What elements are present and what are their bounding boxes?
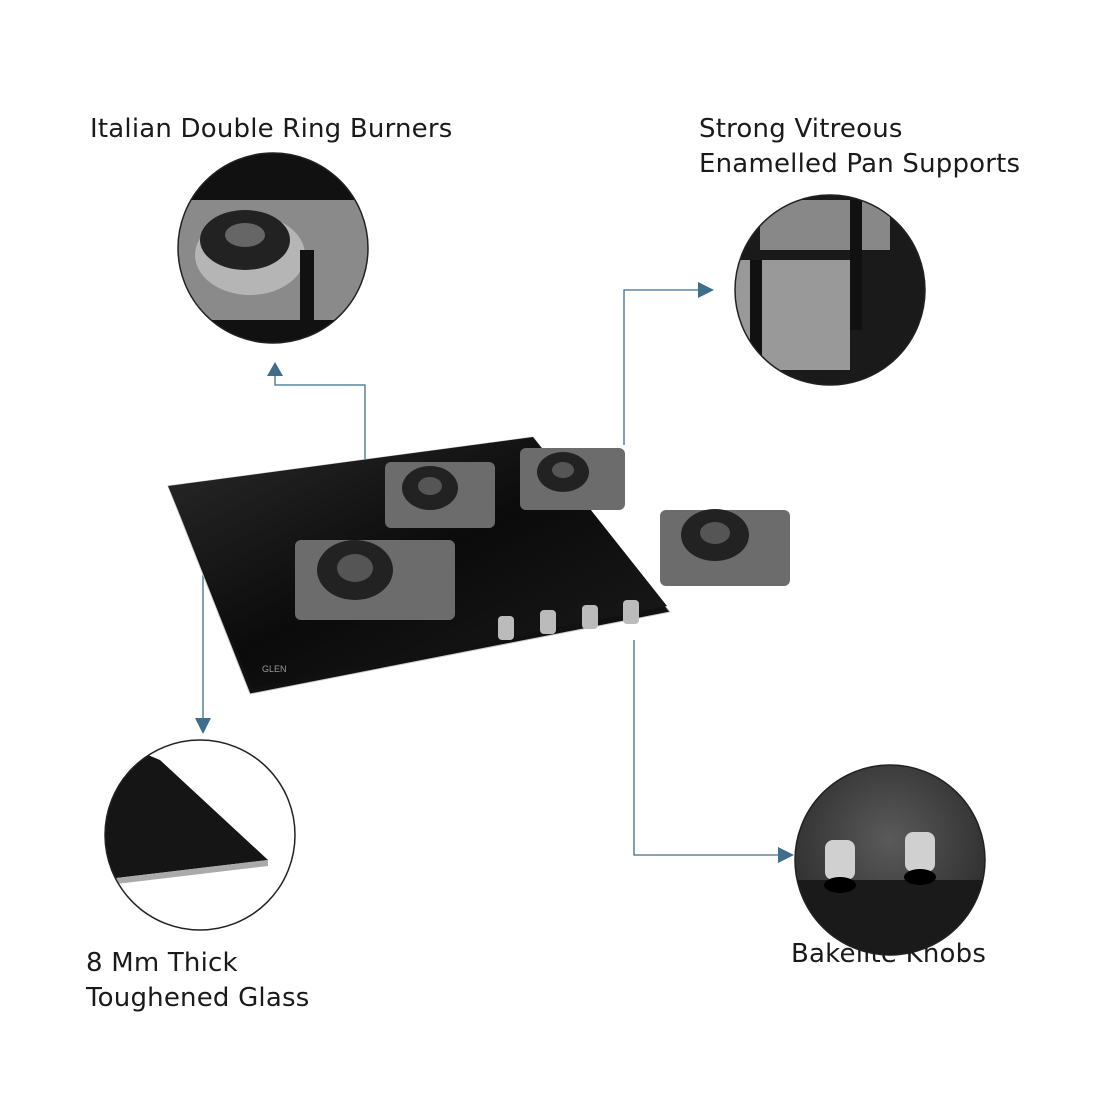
knob-icons [498, 600, 639, 640]
feature-label-burners: Italian Double Ring Burners [90, 114, 453, 144]
burner-closeup [178, 153, 368, 343]
burner-icon [295, 448, 790, 620]
arrow-right-icon [778, 847, 794, 863]
feature-label-line: Strong Vitreous [699, 114, 903, 144]
arrow-icons [195, 282, 794, 863]
pan-support-closeup [735, 195, 925, 385]
feature-label-line: Enamelled Pan Supports [699, 149, 1021, 179]
knobs-closeup [795, 765, 985, 955]
feature-label-knobs: Bakelite Knobs [791, 939, 987, 969]
glass-closeup [105, 740, 295, 930]
brand-mark: GLEN [262, 664, 287, 674]
feature-label-glass: 8 Mm Thick Toughened Glass [86, 946, 309, 1016]
arrow-down-icon [195, 718, 211, 734]
feature-label-line: 8 Mm Thick [86, 948, 238, 978]
cooktop-image: GLEN [167, 436, 790, 695]
arrow-right-icon [698, 282, 714, 298]
arrow-up-icon [267, 362, 283, 376]
feature-label-pan-supports: Strong Vitreous Enamelled Pan Supports [699, 112, 1020, 182]
feature-label-line: Toughened Glass [86, 983, 310, 1013]
